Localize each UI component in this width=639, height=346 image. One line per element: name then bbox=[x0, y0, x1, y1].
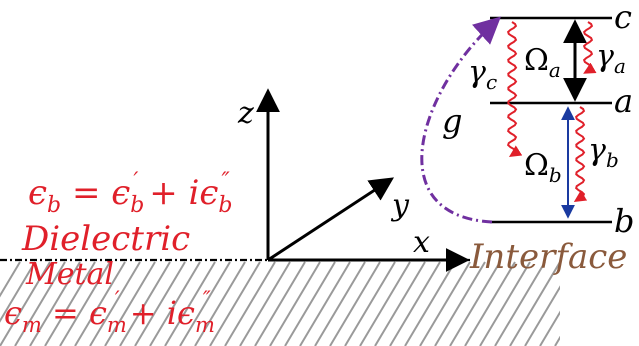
omega-a-label: Ωa bbox=[524, 43, 561, 82]
hatch-line bbox=[14, 261, 66, 346]
hatch-line bbox=[404, 261, 456, 346]
level-b-label: b bbox=[614, 202, 634, 240]
hatch-line bbox=[44, 261, 96, 346]
hatch-line bbox=[509, 261, 560, 346]
dielectric-permittivity-eq: ϵb = ϵb′ + iϵb″ bbox=[28, 169, 233, 218]
y-axis bbox=[267, 177, 395, 262]
gamma-b-label: γb bbox=[588, 133, 619, 172]
hatch-line bbox=[209, 261, 261, 346]
hatch-line bbox=[239, 261, 291, 346]
hatch-line bbox=[0, 261, 36, 323]
svg-text:ϵb = ϵb′ + iϵb″: ϵb = ϵb′ + iϵb″ bbox=[28, 169, 233, 218]
interface-label: Interface bbox=[469, 237, 627, 277]
hatch-line bbox=[434, 261, 486, 346]
energy-levels: c a b bbox=[490, 0, 634, 240]
hatch-line bbox=[329, 261, 381, 346]
level-c-label: c bbox=[614, 0, 632, 36]
hatch-line bbox=[479, 261, 531, 346]
metal-label: Metal bbox=[25, 257, 114, 292]
metal-permittivity-eq: ϵm = ϵm′ + iϵm″ bbox=[4, 287, 215, 337]
hatch-line bbox=[539, 310, 560, 346]
hatch-line bbox=[104, 261, 156, 346]
coordinate-axes: z y x bbox=[237, 88, 470, 272]
hatch-line bbox=[314, 261, 366, 346]
hatch-line bbox=[419, 261, 471, 346]
hatch-line bbox=[0, 261, 51, 346]
omega-b-label: Ωb bbox=[524, 148, 562, 187]
x-axis-label: x bbox=[413, 225, 430, 260]
hatch-line bbox=[119, 261, 171, 346]
level-a-label: a bbox=[614, 82, 633, 120]
hatch-line bbox=[374, 261, 426, 346]
gamma-a-label: γa bbox=[596, 39, 626, 78]
coupling-g-arc bbox=[420, 16, 501, 224]
hatch-line bbox=[269, 261, 321, 346]
hatch-line bbox=[59, 261, 111, 346]
hatch-line bbox=[254, 261, 306, 346]
hatch-line bbox=[194, 261, 246, 346]
hatch-line bbox=[164, 261, 216, 346]
hatch-line bbox=[284, 261, 336, 346]
hatch-line bbox=[134, 261, 186, 346]
z-axis-label: z bbox=[237, 96, 254, 131]
hatch-line bbox=[89, 261, 141, 346]
hatch-line bbox=[359, 261, 411, 346]
metal-hatching bbox=[0, 261, 560, 346]
hatch-line bbox=[494, 261, 546, 346]
hatch-line bbox=[224, 261, 276, 346]
gamma-c-decay-arrow bbox=[506, 21, 523, 157]
gamma-a-decay-arrow bbox=[582, 21, 597, 74]
coupling-g-label: g bbox=[442, 102, 462, 140]
hatch-line bbox=[344, 261, 396, 346]
hatch-line bbox=[179, 261, 231, 346]
gamma-b-decay-arrow bbox=[573, 106, 588, 202]
dielectric-label: Dielectric bbox=[21, 219, 190, 259]
gamma-c-label: γc bbox=[468, 55, 497, 94]
hatch-line bbox=[0, 261, 21, 298]
svg-text:ϵm = ϵm′ + iϵm″: ϵm = ϵm′ + iϵm″ bbox=[4, 287, 215, 337]
y-axis-label: y bbox=[390, 188, 410, 223]
hatch-line bbox=[524, 285, 560, 346]
hatch-line bbox=[464, 261, 516, 346]
hatch-line bbox=[299, 261, 351, 346]
hatch-line bbox=[389, 261, 441, 346]
hatch-line bbox=[29, 261, 81, 346]
hatch-line bbox=[449, 261, 501, 346]
hatch-line bbox=[74, 261, 126, 346]
hatch-line bbox=[149, 261, 201, 346]
